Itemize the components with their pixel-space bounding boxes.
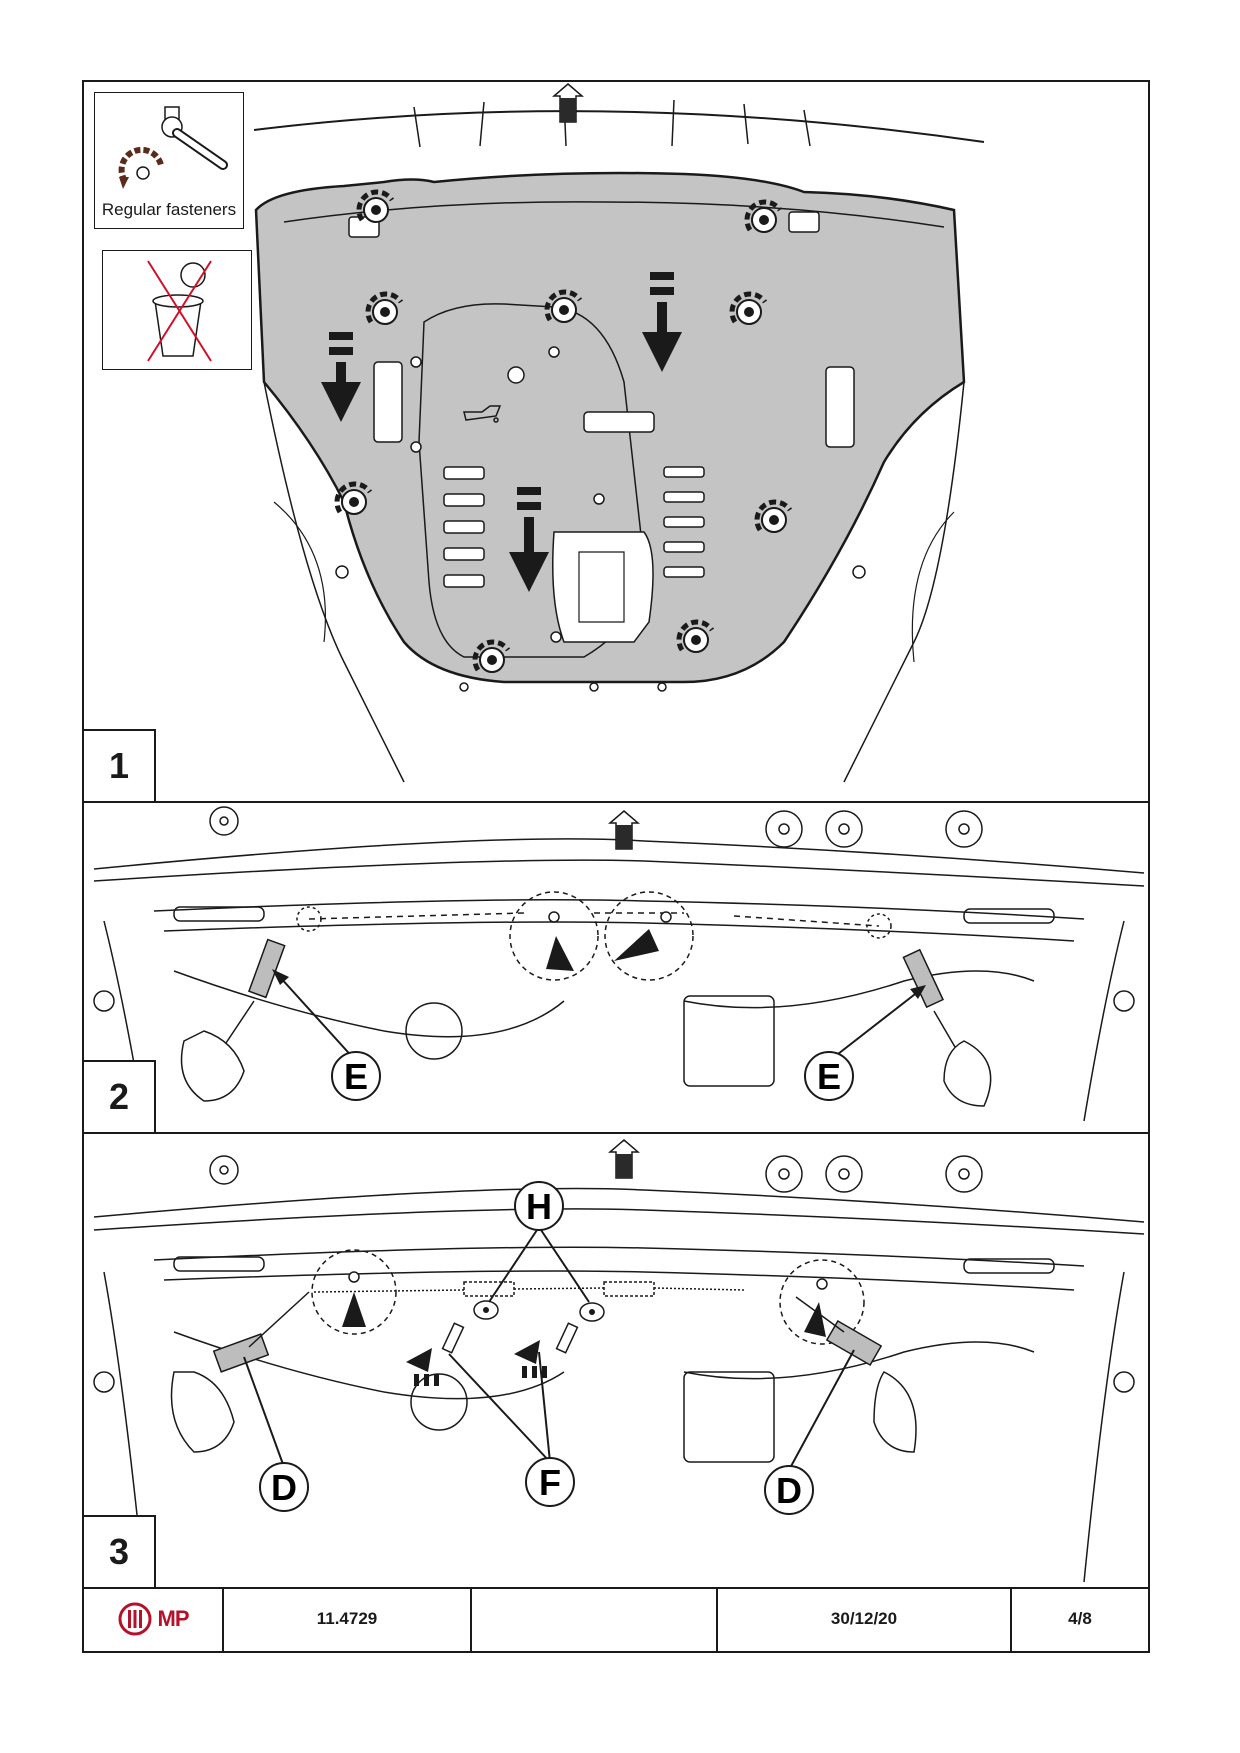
down-arrow-icon	[321, 332, 361, 422]
footer-logo-cell: MP	[84, 1587, 224, 1651]
part-number: 11.4729	[224, 1587, 472, 1651]
bumper-illustration-step-3: H F D D	[93, 1139, 1145, 1583]
callout-circle-e-left	[331, 1051, 381, 1101]
panel-step-1: Regular fasteners 1	[84, 82, 1148, 803]
callout-circle-h	[514, 1181, 564, 1231]
up-arrow-icon	[342, 1292, 366, 1327]
brand-logo-text: MP	[157, 1606, 190, 1631]
instruction-sheet: Regular fasteners 1	[82, 80, 1150, 1653]
fastener-icon	[472, 639, 511, 673]
callout-f: F	[539, 1462, 561, 1503]
bumper-illustration-step-2: E E	[93, 806, 1145, 1122]
down-arrow-icon	[642, 272, 682, 372]
fastener-icon	[334, 481, 373, 515]
insertion-tool-left	[170, 1291, 310, 1453]
callout-d-right: D	[776, 1470, 802, 1511]
callout-circle-d-right	[764, 1465, 814, 1515]
bolt-icon	[441, 1322, 579, 1354]
skid-plate-illustration	[253, 83, 985, 783]
insertion-tool-right	[795, 1296, 917, 1453]
up-arrow-icon	[804, 1302, 826, 1337]
down-arrows	[321, 272, 682, 592]
fastener-icon	[676, 619, 715, 653]
step-number: 2	[84, 1060, 156, 1132]
fastener-icon	[365, 291, 404, 325]
oil-can-icon	[463, 405, 502, 423]
fastener-icon	[544, 289, 583, 323]
legend-no-disposal	[102, 250, 252, 370]
no-trash-bin-icon	[147, 260, 212, 362]
callout-e-left: E	[344, 1056, 368, 1097]
callout-h: H	[526, 1186, 552, 1227]
up-arrow-icon	[546, 936, 574, 971]
fastener-icon	[744, 199, 783, 233]
callout-circle-e-right	[804, 1051, 854, 1101]
callout-e-right: E	[817, 1056, 841, 1097]
fwd-arrow-icon	[607, 810, 641, 850]
blank-field	[472, 1587, 718, 1651]
fwd-arrow-icon	[551, 83, 585, 123]
ratchet-wrench-icon	[118, 106, 228, 189]
washer-icon	[473, 1300, 499, 1320]
fwd-arrow-icon	[607, 1139, 641, 1179]
page-number: 4/8	[1068, 1609, 1092, 1628]
callout-circle-f	[525, 1457, 575, 1507]
callout-d-left: D	[271, 1467, 297, 1508]
panel-step-3: H F D D 3	[84, 1132, 1148, 1589]
fastener-icon	[356, 189, 395, 223]
fastener-markers	[334, 189, 793, 673]
insert-arrows	[406, 1340, 547, 1386]
insertion-tool-left	[180, 938, 286, 1102]
panel-step-2: E E 2	[84, 801, 1148, 1134]
brand-logo-icon	[118, 1602, 151, 1636]
step-number: 1	[84, 729, 156, 801]
legend-regular-fasteners: Regular fasteners	[94, 92, 244, 229]
title-block: MP 11.4729 30/12/20 4/8	[84, 1587, 1148, 1651]
washer-icon	[579, 1302, 605, 1322]
revision-date: 30/12/20	[718, 1587, 1012, 1651]
step-number: 3	[84, 1515, 156, 1587]
fastener-icon	[729, 291, 768, 325]
insertion-tool-right	[902, 948, 992, 1107]
up-arrow-icon	[614, 929, 659, 961]
fastener-icon	[754, 499, 793, 533]
down-arrow-icon	[509, 487, 549, 592]
regular-fasteners-label: Regular fasteners	[101, 200, 237, 219]
callout-circle-d-left	[259, 1462, 309, 1512]
